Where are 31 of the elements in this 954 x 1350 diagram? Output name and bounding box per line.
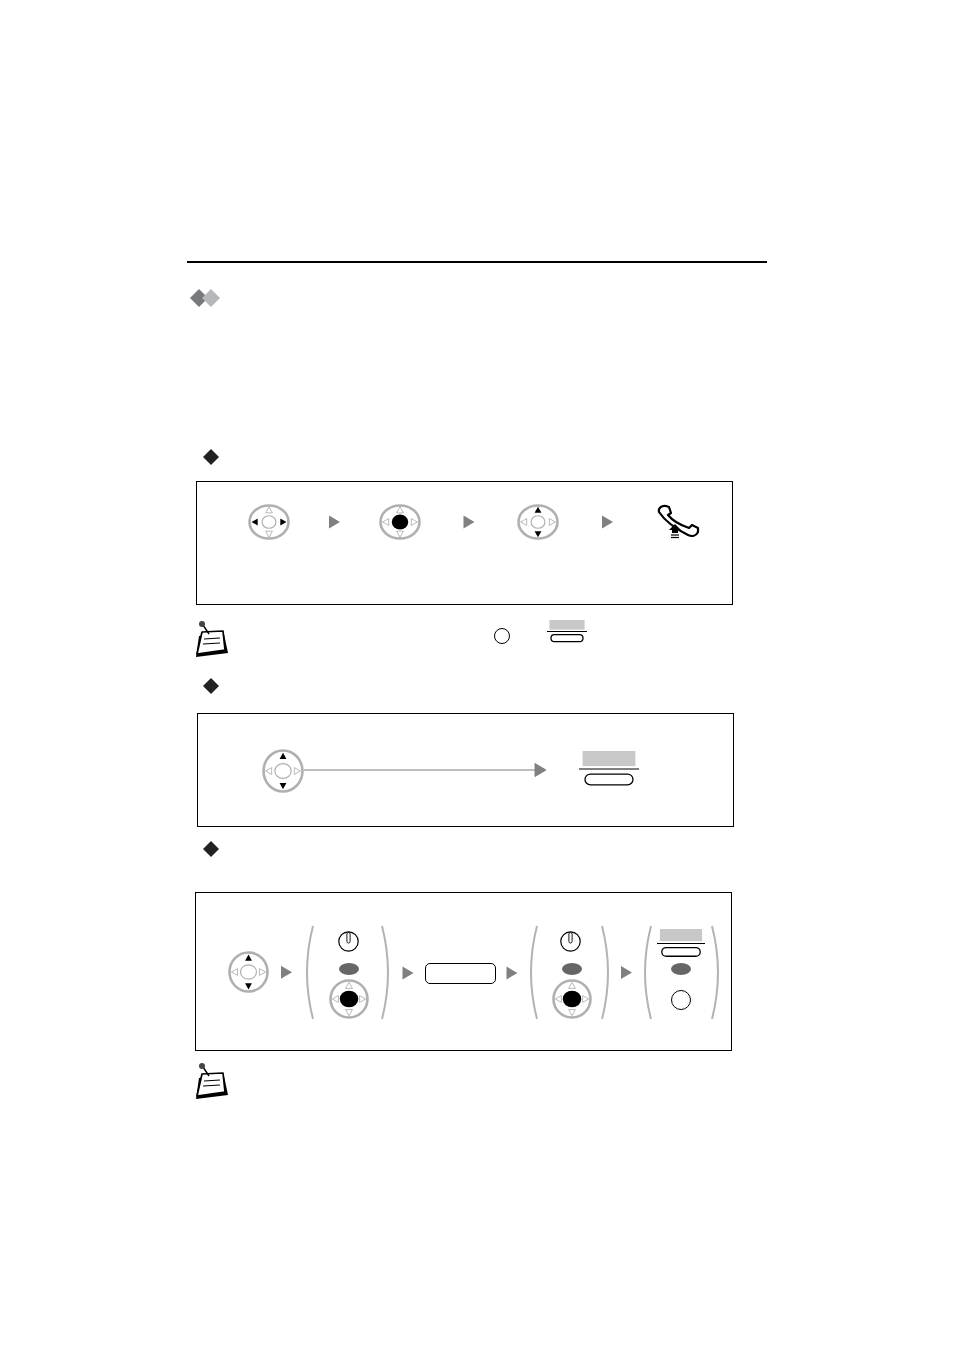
soft-key-icon [657,929,705,958]
handset-icon [656,504,700,540]
navigator-key-icon [228,951,269,993]
oval-key-icon [671,963,691,975]
navigator-key-icon [517,504,559,540]
navigator-key-icon [552,979,592,1019]
round-key-icon [671,990,691,1010]
procedure-frame [197,713,734,827]
arrow [463,515,475,529]
dial-icon [560,931,581,952]
arrow [402,966,414,980]
bracket-group [642,924,721,1021]
procedure-frame [195,892,732,1051]
bracket-group [304,924,391,1021]
navigator-key-icon [248,504,290,540]
navigator-key-icon [262,749,304,793]
navigator-key-icon [329,979,369,1019]
dial-icon [338,931,359,952]
soft-key-icon [579,751,639,787]
oval-key-icon [562,963,582,975]
arrow [329,515,340,529]
bracket-group [528,924,611,1021]
arrow [602,515,613,529]
key-outline [425,963,496,984]
arrow [506,966,518,980]
procedure-frame [196,481,733,605]
arrow [621,966,632,979]
arrow [303,763,547,777]
oval-key-icon [339,963,359,975]
arrow [281,965,292,979]
navigator-key-icon [379,504,421,540]
